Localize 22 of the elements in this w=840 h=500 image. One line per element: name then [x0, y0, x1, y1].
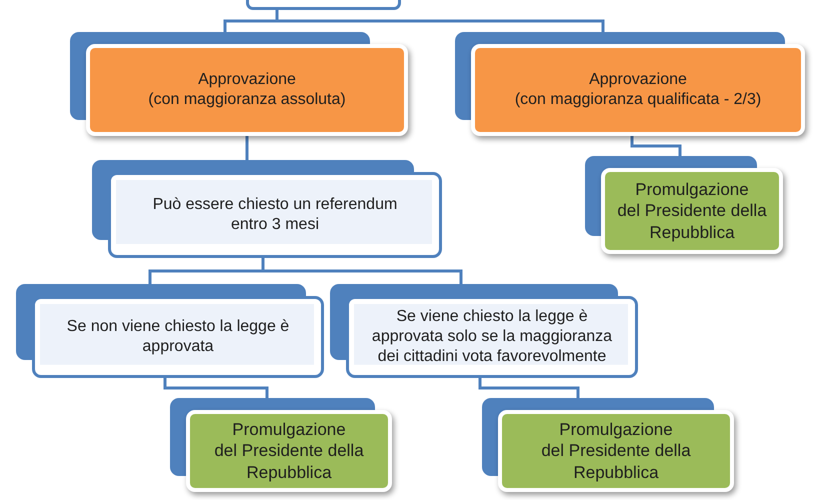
box-text: (con maggioranza assoluta) — [148, 90, 346, 110]
process-box — [16, 284, 324, 378]
process-box — [92, 160, 442, 258]
box-text: del Presidente della Repubblica — [617, 200, 767, 243]
box-heading: Approvazione — [589, 70, 687, 90]
box-text: (con maggioranza qualificata - 2/3) — [514, 90, 762, 110]
box-text: del Presidente della Repubblica — [213, 440, 365, 483]
box-heading: Approvazione — [198, 70, 296, 90]
box-heading: Se viene chiesto la legge è approvata solo se la maggioranza dei cittadini vota favorevolmente — [370, 307, 614, 367]
box-heading: Promulgazione — [635, 179, 749, 200]
connector-line — [164, 378, 268, 398]
connector-line — [630, 136, 682, 156]
box-heading: Può essere chiesto un referendum entro 3 mesi — [152, 195, 398, 235]
cut-off-box — [246, 0, 401, 10]
connector-line — [246, 136, 248, 160]
box-heading: Se non viene chiesto la legge è approvata — [66, 317, 290, 357]
box-heading: Promulgazione — [559, 419, 673, 440]
connector-line — [276, 10, 604, 32]
box-heading: Promulgazione — [232, 419, 346, 440]
process-box — [330, 284, 638, 378]
box-text: del Presidente della Repubblica — [540, 440, 692, 483]
connector-line — [478, 378, 580, 398]
